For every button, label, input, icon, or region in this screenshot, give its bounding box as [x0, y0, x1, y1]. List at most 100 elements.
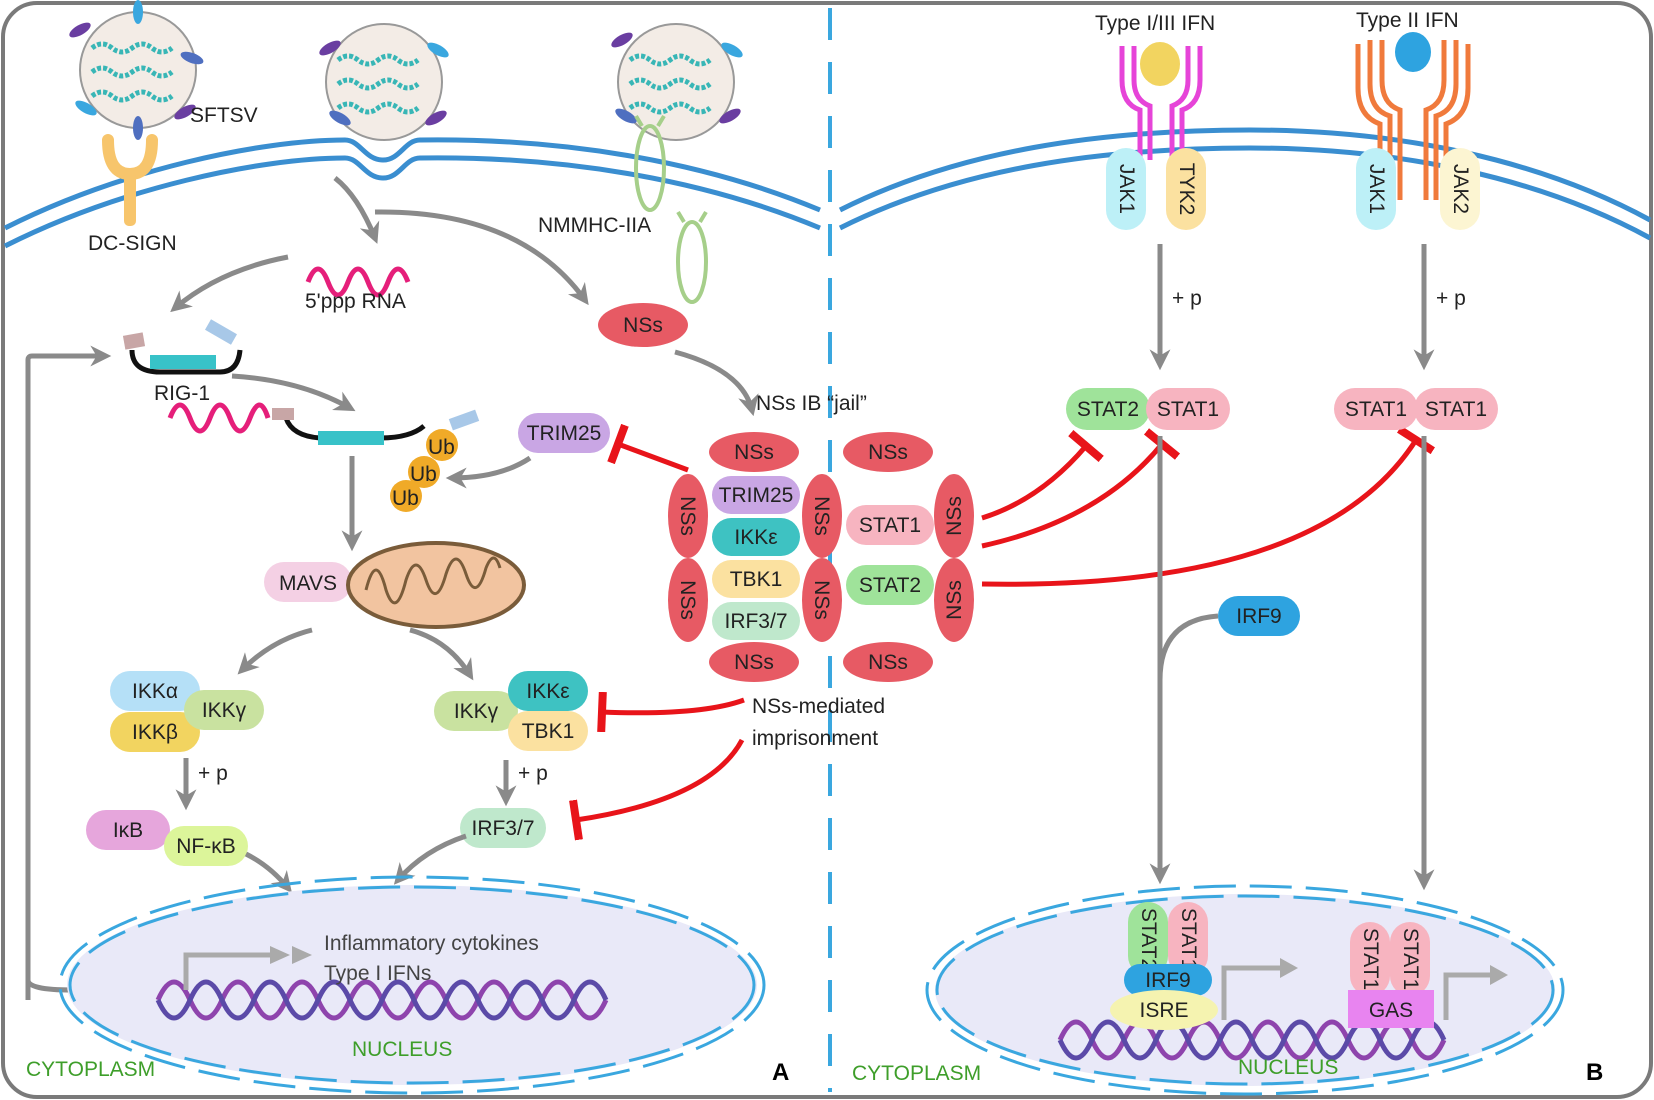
svg-text:STAT2: STAT2	[859, 574, 921, 597]
nmmhc-iia-receptor	[634, 114, 708, 304]
cytoplasm-label-b: CYTOPLASM	[852, 1062, 981, 1085]
dc-sign-label: DC-SIGN	[88, 232, 177, 255]
nuc-stat1-label: STAT1	[1177, 908, 1200, 970]
type-i-iii-ifn-receptor	[1119, 42, 1203, 160]
nuc-stat2-label: STAT2	[1137, 908, 1160, 970]
nfkb-label: NF-κB	[176, 835, 236, 858]
gas-label: GAS	[1369, 999, 1413, 1022]
jak1-label: JAK1	[1115, 164, 1138, 214]
svg-text:NSs: NSs	[810, 496, 833, 536]
nuc-irf9-label: IRF9	[1145, 969, 1191, 992]
rig1-label: RIG-1	[154, 382, 210, 405]
ikkg-label: IKKγ	[202, 699, 247, 722]
nuc-stat1c-label: STAT1	[1399, 928, 1422, 990]
phos-label-2: + p	[518, 762, 548, 785]
svg-text:TBK1: TBK1	[730, 568, 783, 591]
rig1-active	[167, 402, 480, 445]
type-i-iii-ifn-label: Type I/III IFN	[1095, 12, 1215, 35]
feedback-arrow	[25, 345, 112, 1000]
panel-letter-b: B	[1586, 1059, 1603, 1086]
nuc-stat1c-protein	[1390, 922, 1430, 996]
ubiquitin-chain	[390, 429, 458, 512]
ub-label-2: Ub	[410, 463, 437, 486]
stat1c-label: STAT1	[1425, 398, 1487, 421]
phos-label-b2: + p	[1436, 287, 1466, 310]
inhibit-tbk1	[597, 691, 745, 733]
svg-text:NSs: NSs	[676, 496, 699, 536]
inhibit-stat2-typeI	[981, 429, 1104, 521]
ikkb-protein	[110, 712, 200, 752]
irf37-to-nucleus-arrow	[393, 833, 467, 885]
ikke-label: IKKε	[526, 680, 569, 703]
nucleus-label-b: NUCLEUS	[1238, 1056, 1338, 1079]
output-label-1: Inflammatory cytokines	[324, 932, 539, 955]
phos-label-1: + p	[198, 762, 228, 785]
ikka-protein	[110, 671, 200, 711]
nmmhc-iia-label: NMMHC-IIA	[538, 214, 651, 237]
nuc-stat1-protein	[1168, 902, 1208, 976]
arrow-to-tbk1	[409, 627, 474, 681]
cytoplasm-label-a: CYTOPLASM	[26, 1058, 155, 1081]
nuc-stat1b-protein	[1350, 922, 1390, 996]
cell-membrane-b	[838, 127, 1652, 241]
jak1b-protein	[1356, 148, 1396, 230]
ikb-label: IκB	[113, 819, 143, 842]
nuc-stat2-protein	[1128, 902, 1168, 976]
panel-letter-a: A	[772, 1059, 789, 1086]
nuc-irf9-protein	[1124, 964, 1212, 996]
nss-protein	[598, 303, 688, 347]
ikb-protein	[86, 810, 170, 850]
nuc-stat1b-label: STAT1	[1359, 928, 1382, 990]
imprisonment-label-1: NSs-mediated	[752, 695, 885, 718]
sftsv-virion-1	[69, 0, 204, 140]
mavs-label: MAVS	[279, 572, 337, 595]
irf9-label: IRF9	[1236, 605, 1282, 628]
type-ii-ifn-receptor	[1355, 32, 1471, 200]
ikkb-label: IKKβ	[132, 721, 178, 744]
output-label-2: Type I IFNs	[324, 962, 431, 985]
trim25-label: TRIM25	[527, 422, 602, 445]
svg-text:IKKε: IKKε	[734, 526, 777, 549]
rig1-activation-arrow	[231, 373, 356, 412]
tbk1-protein	[508, 711, 588, 751]
jak1-protein	[1106, 148, 1146, 230]
tyk2-label: TYK2	[1175, 163, 1198, 216]
jak1b-label: JAK1	[1365, 164, 1388, 214]
nss-label: NSs	[623, 314, 663, 337]
nucleus-a	[58, 875, 766, 1095]
inhibit-stat1-typeII	[981, 425, 1435, 587]
mitochondrion	[346, 541, 526, 629]
stat1-label: STAT1	[1157, 398, 1219, 421]
isre-element	[1110, 990, 1218, 1030]
sftsv-label: SFTSV	[190, 104, 258, 127]
ikke-protein	[508, 671, 588, 711]
svg-text:STAT1: STAT1	[859, 514, 921, 537]
svg-text:NSs: NSs	[868, 651, 908, 674]
svg-text:NSs: NSs	[734, 651, 774, 674]
ub-label-3: Ub	[392, 487, 419, 510]
stat1-protein	[1146, 388, 1230, 430]
ikka-label: IKKα	[132, 680, 178, 703]
irf37-protein	[460, 808, 546, 848]
type-ii-ifn-label: Type II IFN	[1356, 9, 1459, 32]
jak2-label: JAK2	[1449, 164, 1472, 214]
nss-jail: NSs NSs NSs NSs NSs NSs NSs NSs NSs NSs …	[668, 432, 974, 682]
irf37-label: IRF3/7	[471, 817, 534, 840]
sftsv-virion-2	[319, 23, 449, 141]
cell-membrane-a	[3, 137, 821, 249]
arrow-to-jail	[674, 349, 759, 417]
nfkb-protein	[164, 826, 248, 866]
imprisonment-label-2: imprisonment	[752, 727, 878, 750]
svg-text:NSs: NSs	[943, 580, 966, 620]
trim25-protein	[518, 413, 610, 453]
phos-label-b1: + p	[1172, 287, 1202, 310]
irf9-protein	[1218, 596, 1300, 636]
stat1b-protein	[1334, 388, 1418, 430]
inhibit-trim25	[607, 423, 689, 473]
gas-element	[1348, 990, 1434, 1028]
nucleus-label-a: NUCLEUS	[352, 1038, 452, 1061]
svg-text:NSs: NSs	[676, 580, 699, 620]
arrow-to-rig1	[170, 254, 289, 313]
inhibit-irf37	[569, 738, 745, 841]
svg-text:NSs: NSs	[868, 441, 908, 464]
